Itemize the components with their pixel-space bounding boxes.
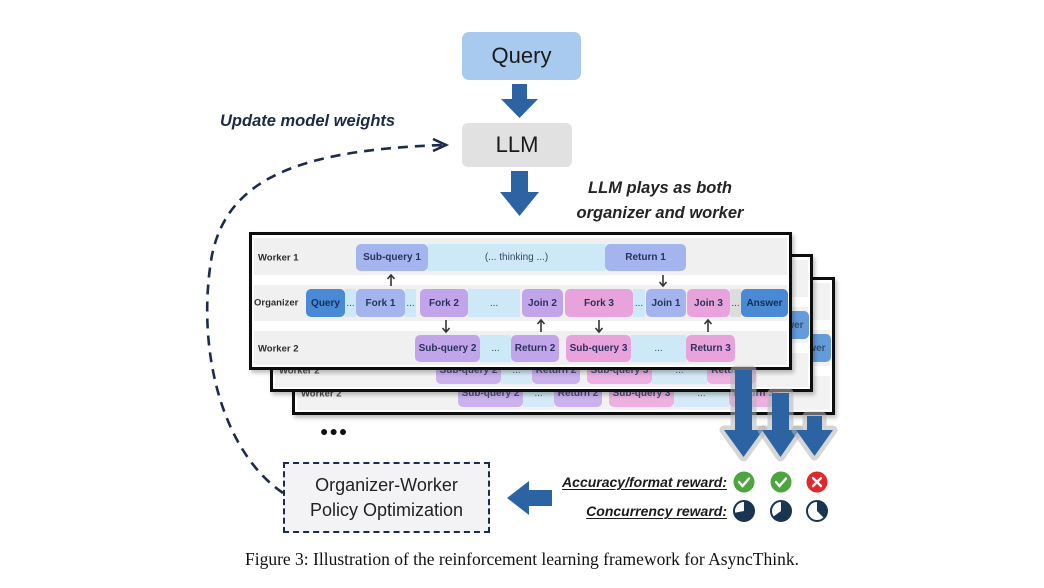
concurrency-pie-icon [733,500,755,522]
concurrency-reward-label: Concurrency reward: [586,503,727,519]
timeline-idle-cell: ... [480,335,511,362]
timeline-idle-cell: (... thinking ...) [428,244,605,271]
timeline-cell-join-1: Join 1 [646,289,686,317]
down-arrow-icon [658,275,668,288]
llm-role-note: LLM plays as both organizer and worker [560,176,760,226]
down-arrow-icon [441,320,451,334]
timeline-idle-cell: ... [730,289,741,317]
timeline-cell-join-3: Join 3 [687,289,730,317]
check-icon [770,471,792,493]
accuracy-reward-label: Accuracy/format reward: [562,474,727,490]
timeline-cell-sub-query-3: Sub-query 3 [566,335,631,362]
llm-box: LLM [462,123,572,167]
timeline-cell-return-2: Return 2 [511,335,559,362]
timeline-idle-cell: ... [631,335,686,362]
timeline-cell-return-1: Return 1 [605,244,686,271]
query-box: Query [462,32,581,80]
timeline-cell-answer: Answer [741,289,788,317]
concurrency-pie-icon [770,500,792,522]
update-weights-note: Update model weights [220,112,396,130]
up-arrow-icon [703,318,713,332]
llm-label: LLM [495,132,539,157]
cross-icon [806,471,828,493]
policy-box-line2: Policy Optimization [309,499,464,520]
timeline-cell-join-2: Join 2 [522,289,563,317]
query-label: Query [491,43,552,68]
concurrency-pie-icon [806,500,828,522]
check-icon [733,471,755,493]
up-arrow-icon [536,318,546,332]
down-arrow-icon [594,320,604,334]
timeline-cell-return-3: Return 3 [686,335,735,362]
timeline-idle-cell: ... [468,289,520,317]
llm-role-note-line2: organizer and worker [576,204,744,222]
timeline-idle-cell: ... [633,289,645,317]
timeline-cell-fork-3: Fork 3 [565,289,633,317]
llm-role-note-line1: LLM plays as both [588,179,732,197]
figure-caption: Figure 3: Illustration of the reinforcem… [244,549,799,569]
